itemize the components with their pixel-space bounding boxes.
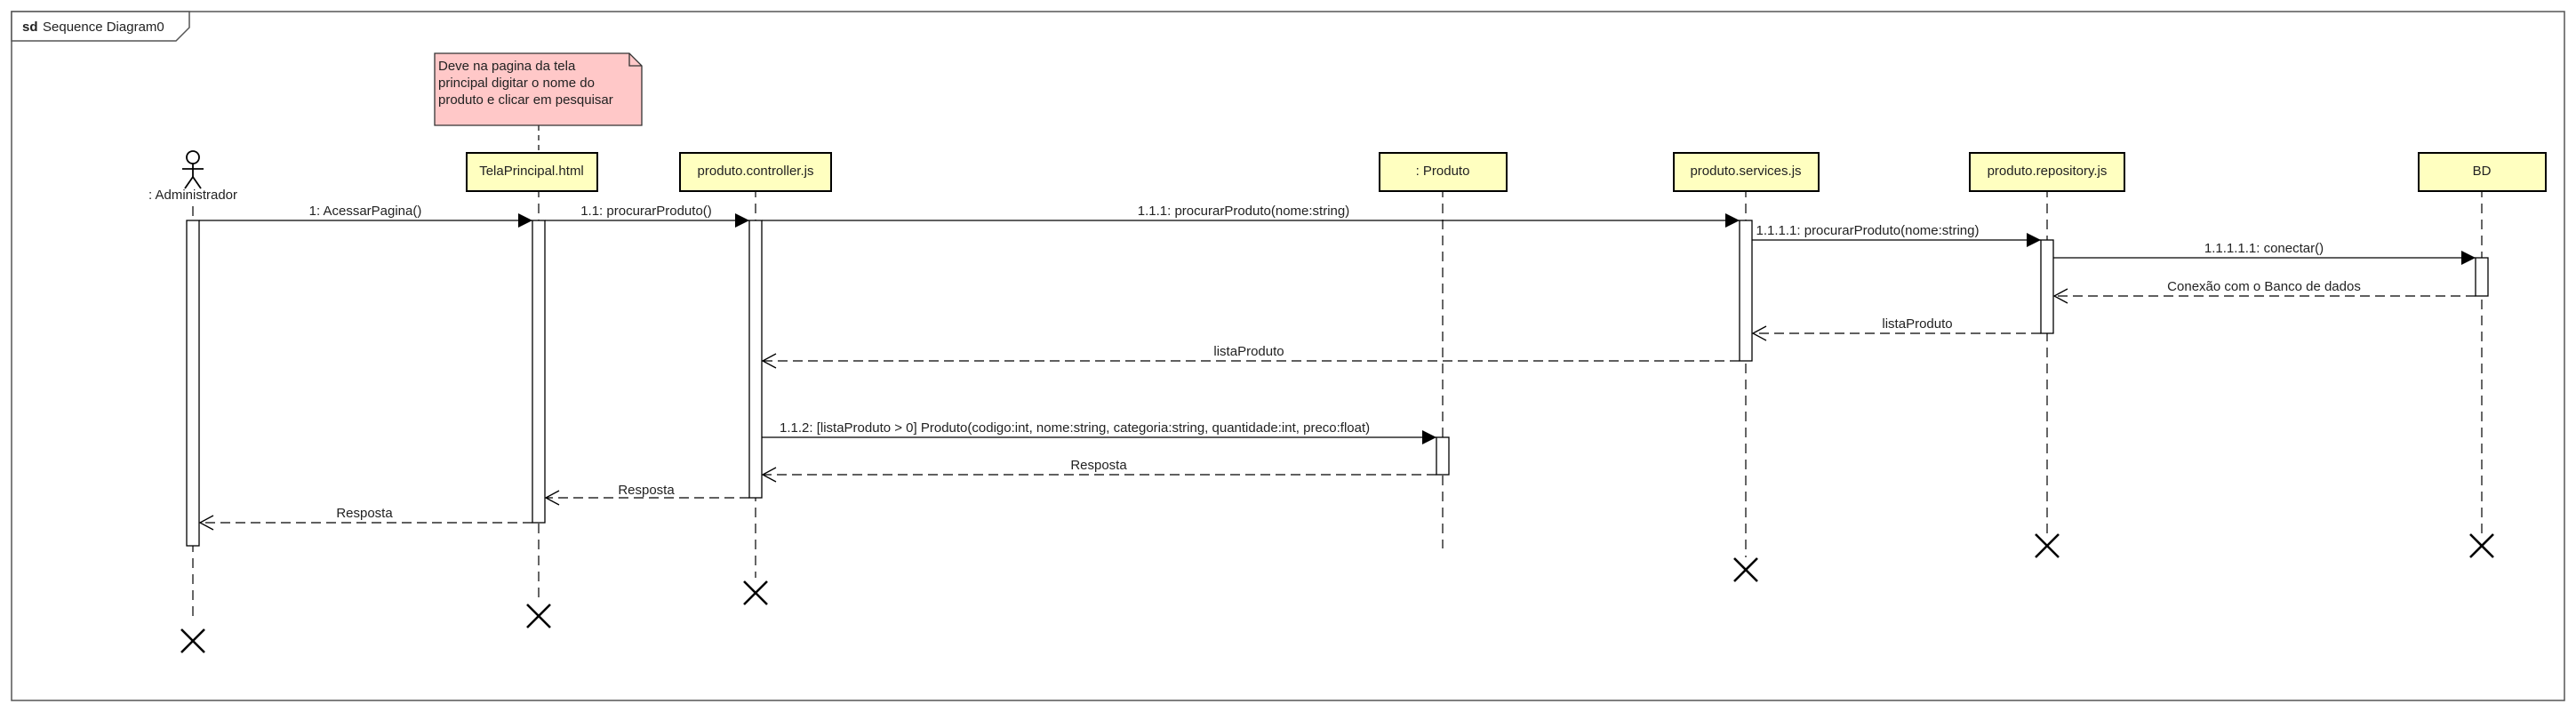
return-label: listaProduto [1213, 344, 1284, 359]
lifeline-label: produto.repository.js [1988, 164, 2108, 179]
activation-tela [532, 220, 546, 524]
lifeline-head-prod: : Produto [1379, 152, 1508, 192]
return-arrowhead [2052, 288, 2068, 304]
message-1-1-1: 1.1.1: procurarProduto(nome:string) [762, 204, 1740, 228]
note-line-1: Deve na pagina da tela [438, 59, 576, 74]
lifeline-head-bd: BD [2418, 152, 2547, 192]
lifeline-box [1969, 152, 2125, 192]
note: Deve na pagina da tela principal digitar… [434, 52, 643, 126]
message-label: 1.1: procurarProduto() [580, 204, 712, 219]
message-arrowhead [735, 213, 749, 228]
return-label: Resposta [1070, 458, 1127, 473]
return-conexao: Conexão com o Banco de dados [2052, 279, 2476, 304]
diagram-frame [11, 11, 2565, 701]
message-label: 1.1.1.1: procurarProduto(nome:string) [1756, 223, 1980, 238]
lifeline-box [679, 152, 832, 192]
message-label: 1.1.1: procurarProduto(nome:string) [1138, 204, 1349, 219]
note-fold [628, 53, 642, 67]
activation-prod [1436, 436, 1450, 476]
actor-leg-right [192, 176, 202, 189]
message-arrowhead [2027, 233, 2041, 247]
frame-name: Sequence Diagram0 [43, 20, 164, 35]
return-label: Resposta [618, 483, 675, 498]
note-shape [434, 52, 643, 126]
lifeline-label: : Produto [1416, 164, 1470, 179]
activation-admin [186, 220, 200, 547]
return-arrowhead [198, 515, 214, 531]
destroy-marker-ctrl [743, 580, 768, 605]
message-1-1-1-1-1: 1.1.1.1.1: conectar() [2053, 241, 2476, 265]
lifeline-head-tela: TelaPrincipal.html [466, 152, 598, 192]
destroy-marker-serv [1733, 557, 1758, 582]
return-lista-repo: listaProduto [1751, 316, 2041, 341]
return-arrowhead [544, 490, 560, 506]
destroy-marker-tela [526, 604, 551, 628]
lifeline-head-serv: produto.services.js [1673, 152, 1820, 192]
frame-keyword: sd [22, 20, 38, 35]
message-1-1-2: 1.1.2: [listaProduto > 0] Produto(codigo… [762, 420, 1436, 444]
activation-repo [2040, 239, 2054, 334]
message-1-1: 1.1: procurarProduto() [545, 204, 749, 228]
lifeline-box [1379, 152, 1508, 192]
destroy-marker-admin [180, 628, 205, 653]
message-1: 1: AcessarPagina() [199, 204, 532, 228]
return-resposta-prod: Resposta [761, 458, 1436, 483]
frame-title-tab [11, 11, 190, 42]
activation-ctrl [748, 220, 763, 499]
return-label: Conexão com o Banco de dados [2167, 279, 2361, 294]
message-arrowhead [1422, 430, 1436, 444]
lifeline-head-ctrl: produto.controller.js [679, 152, 832, 192]
message-label: 1: AcessarPagina() [309, 204, 422, 219]
lifeline-box [1673, 152, 1820, 192]
return-resposta-tela: Resposta [198, 506, 532, 531]
actor-label: : Administrador [148, 188, 237, 203]
message-1-1-1-1: 1.1.1.1: procurarProduto(nome:string) [1752, 223, 2041, 247]
lifeline-head-repo: produto.repository.js [1969, 152, 2125, 192]
message-arrowhead [1725, 213, 1740, 228]
return-label: Resposta [336, 506, 393, 521]
return-resposta-ctrl: Resposta [544, 483, 749, 506]
return-arrowhead [761, 353, 777, 369]
message-arrowhead [518, 213, 532, 228]
message-arrowhead [2461, 251, 2476, 265]
lifeline-label: produto.controller.js [698, 164, 814, 179]
return-label: listaProduto [1882, 316, 1952, 332]
return-arrowhead [761, 467, 777, 483]
activation-serv [1739, 220, 1753, 362]
actor-head [186, 150, 200, 164]
return-arrowhead [1751, 325, 1767, 341]
lifeline-box [466, 152, 598, 192]
activation-bd [2475, 257, 2489, 297]
actor-admin: : Administrador [148, 150, 237, 203]
lifeline-label: TelaPrincipal.html [479, 164, 584, 179]
destroy-marker-bd [2469, 533, 2494, 558]
return-lista-serv: listaProduto [761, 344, 1740, 369]
lifeline-label: produto.services.js [1690, 164, 1801, 179]
note-line-2: principal digitar o nome do [438, 76, 595, 91]
lifeline-label: BD [2473, 164, 2492, 179]
lifeline-box [2418, 152, 2547, 192]
message-label: 1.1.2: [listaProduto > 0] Produto(codigo… [780, 420, 1370, 436]
note-line-3: produto e clicar em pesquisar [438, 92, 613, 108]
actor-leg-left [184, 176, 194, 189]
destroy-marker-repo [2035, 533, 2060, 558]
message-label: 1.1.1.1.1: conectar() [2204, 241, 2324, 256]
